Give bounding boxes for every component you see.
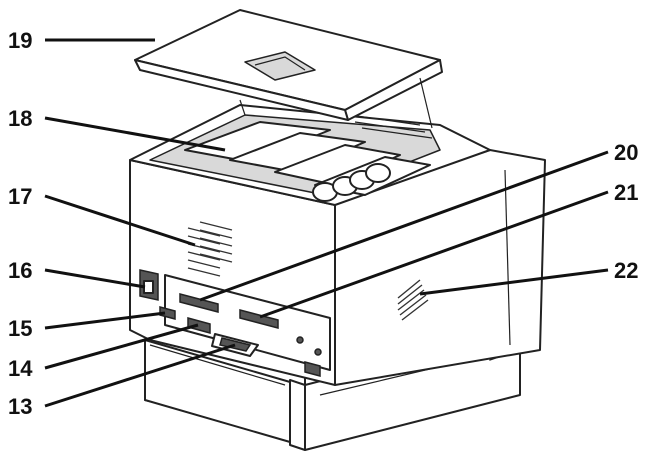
callout-14: 14 <box>8 356 33 381</box>
callout-15: 15 <box>8 316 32 341</box>
leader-15 <box>44 311 166 330</box>
callout-18: 18 <box>8 106 32 131</box>
rear-vent-grille <box>187 221 233 277</box>
leader-21 <box>259 190 609 319</box>
leader-16 <box>44 268 146 289</box>
callout-17: 17 <box>8 184 32 209</box>
leader-13 <box>44 343 236 408</box>
leader-18 <box>44 116 226 152</box>
callout-22: 22 <box>614 258 638 283</box>
callout-leaders <box>44 38 609 408</box>
leader-17 <box>44 194 196 247</box>
toner-cartridges <box>184 114 433 202</box>
callout-13: 13 <box>8 394 32 419</box>
leader-14 <box>44 323 199 370</box>
callout-20: 20 <box>614 140 638 165</box>
side-vent-grille <box>397 279 429 321</box>
leader-22 <box>419 268 609 296</box>
callout-numbers: 19 18 17 16 15 14 13 20 21 22 <box>8 28 638 419</box>
callout-19: 19 <box>8 28 32 53</box>
callout-16: 16 <box>8 258 32 283</box>
top-cover <box>134 9 443 129</box>
callout-21: 21 <box>614 180 638 205</box>
leader-20 <box>199 150 609 302</box>
printer-illustration <box>129 9 546 451</box>
